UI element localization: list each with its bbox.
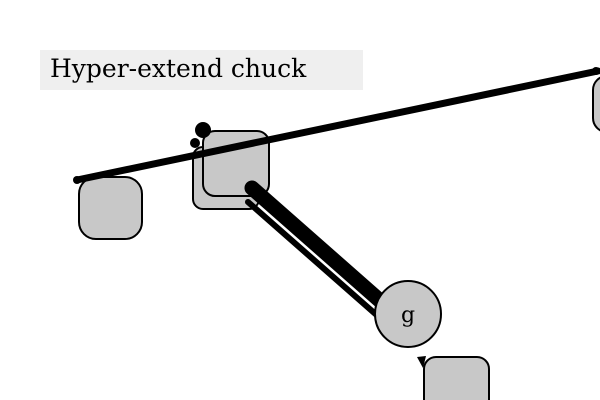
- rope-thick: [244, 180, 394, 314]
- anchor-dot-left: [73, 176, 81, 184]
- anchor-dot-right: [592, 67, 600, 75]
- anchor-dot-side: [190, 138, 200, 148]
- node-g-label: g: [401, 303, 415, 328]
- node-g[interactable]: [374, 280, 442, 348]
- anchor-mark-bottom: [417, 356, 426, 368]
- block-left[interactable]: [78, 176, 143, 240]
- block-bottom[interactable]: [423, 356, 490, 400]
- level-title: Hyper-extend chuck: [40, 50, 363, 90]
- beam[interactable]: [73, 67, 600, 184]
- block-right[interactable]: [592, 76, 600, 132]
- anchor-dot-top: [195, 122, 211, 138]
- rope-thin: [245, 199, 383, 321]
